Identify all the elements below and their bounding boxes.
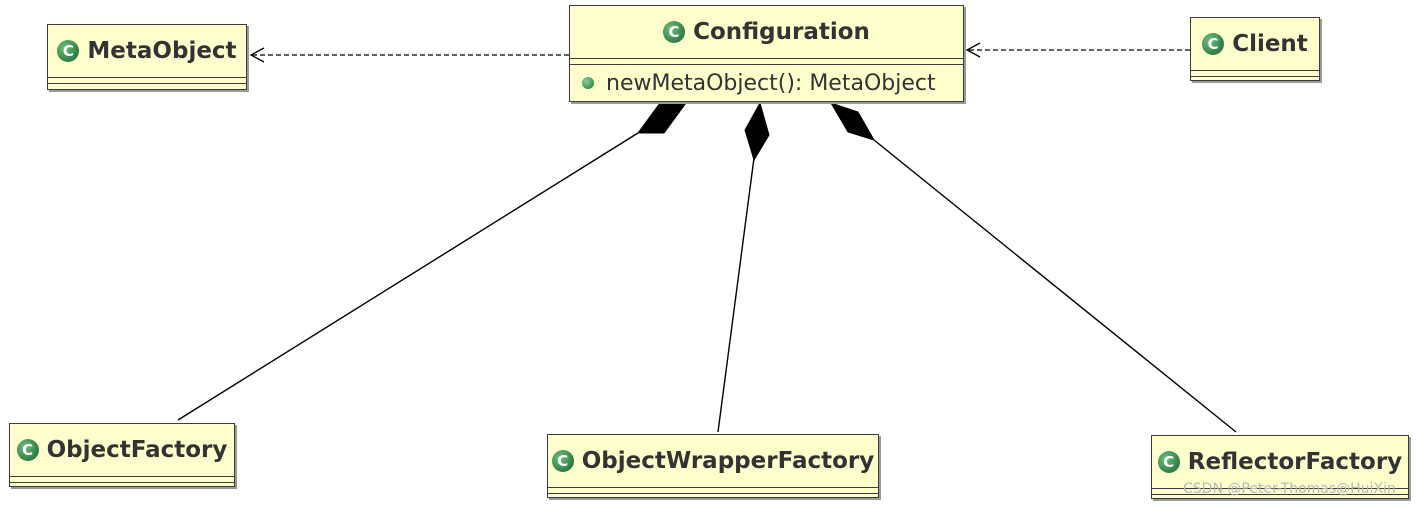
class-metaobject-header: C MetaObject — [48, 25, 246, 77]
public-method-icon — [582, 77, 594, 89]
class-objectfactory-name: ObjectFactory — [46, 437, 228, 463]
class-reflectorfactory-attributes — [1152, 488, 1408, 494]
class-configuration-name: Configuration — [693, 19, 870, 45]
class-configuration-attributes — [570, 58, 963, 64]
class-client[interactable]: C Client — [1190, 17, 1320, 81]
class-metaobject[interactable]: C MetaObject — [47, 24, 247, 90]
class-metaobject-attributes — [48, 77, 246, 83]
composition-diamond-objectfactory — [637, 102, 687, 134]
class-icon: C — [551, 450, 574, 472]
class-reflectorfactory-header: C ReflectorFactory — [1152, 436, 1408, 488]
class-icon: C — [57, 40, 80, 62]
class-client-methods — [1191, 76, 1319, 82]
class-reflectorfactory[interactable]: C ReflectorFactory — [1151, 435, 1409, 499]
class-icon: C — [663, 21, 686, 43]
class-metaobject-methods — [48, 83, 246, 89]
class-objectfactory-methods — [10, 482, 234, 488]
class-objectwrapperfactory-header: C ObjectWrapperFactory — [548, 435, 878, 487]
dependency-arrowhead-metaobject — [249, 47, 265, 63]
method-signature: newMetaObject(): MetaObject — [606, 70, 936, 96]
class-reflectorfactory-methods — [1152, 494, 1408, 500]
class-icon: C — [1157, 451, 1180, 473]
composition-line-objectwrapperfactory — [717, 157, 755, 433]
method-row[interactable]: newMetaObject(): MetaObject — [570, 65, 963, 101]
class-objectwrapperfactory-methods — [548, 493, 878, 499]
composition-diamond-reflectorfactory — [829, 102, 876, 141]
dependency-arrowhead-configuration — [965, 42, 981, 58]
class-objectwrapperfactory[interactable]: C ObjectWrapperFactory — [547, 434, 879, 498]
class-client-name: Client — [1232, 31, 1308, 57]
class-client-header: C Client — [1191, 18, 1319, 70]
composition-diamond-objectwrapperfactory — [744, 101, 770, 162]
class-icon: C — [1202, 33, 1225, 55]
class-configuration-header: C Configuration — [570, 6, 963, 58]
class-objectfactory[interactable]: C ObjectFactory — [9, 423, 235, 487]
class-icon: C — [16, 439, 39, 461]
class-objectfactory-header: C ObjectFactory — [10, 424, 234, 476]
composition-line-objectfactory — [177, 132, 639, 421]
class-reflectorfactory-name: ReflectorFactory — [1187, 449, 1403, 475]
watermark: CSDN @Peter-Thomas@HuiXin — [1183, 481, 1396, 497]
class-objectfactory-attributes — [10, 476, 234, 482]
class-metaobject-name: MetaObject — [87, 38, 237, 64]
class-client-attributes — [1191, 70, 1319, 76]
class-configuration-methods: newMetaObject(): MetaObject — [570, 64, 963, 101]
class-objectwrapperfactory-name: ObjectWrapperFactory — [581, 448, 875, 474]
composition-line-reflectorfactory — [873, 139, 1237, 433]
class-objectwrapperfactory-attributes — [548, 487, 878, 493]
class-configuration[interactable]: C Configuration newMetaObject(): MetaObj… — [569, 5, 964, 102]
